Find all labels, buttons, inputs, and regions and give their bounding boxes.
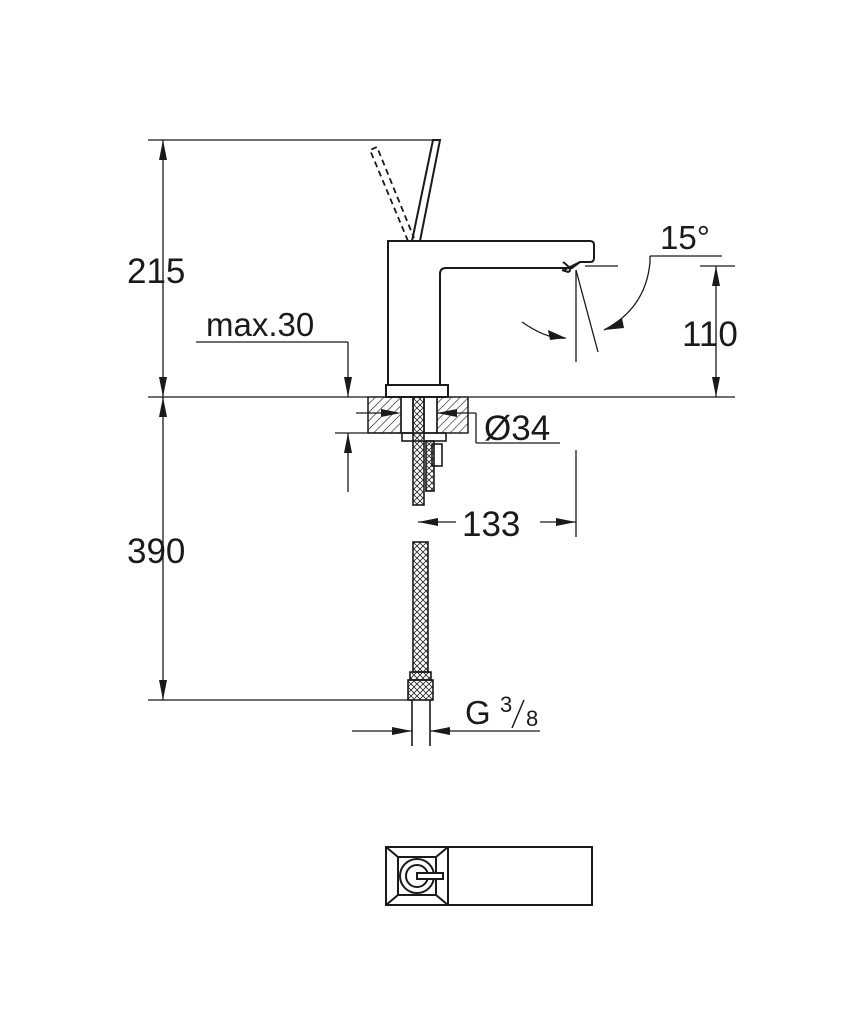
hole-diameter-label: Ø34 (484, 409, 550, 448)
supply-hose (407, 541, 434, 746)
thread-fraction-slash (511, 699, 525, 729)
hole-diameter-dimension (356, 409, 560, 444)
deck-thickness-label: max.30 (206, 306, 314, 343)
spray-angle-dimension (521, 255, 722, 362)
thread-numerator-label: 3 (500, 692, 512, 717)
faucet-body (387, 240, 595, 386)
thread-prefix-label: G (465, 694, 491, 731)
deck-thickness-dimension (196, 341, 400, 492)
spout-height-dimension (700, 265, 735, 397)
faucet-base (385, 384, 449, 398)
spout-height-label: 110 (682, 315, 738, 354)
overall-height-label: 215 (127, 252, 185, 291)
spout-reach-label: 133 (462, 505, 520, 544)
spray-angle-label: 15° (660, 219, 710, 256)
spout-reach-dimension (418, 450, 577, 537)
connection-thread-dimension (352, 727, 540, 735)
lever-handle (410, 139, 442, 242)
top-view (385, 846, 593, 906)
lever-open-position (368, 145, 415, 242)
hose-length-dimension (148, 397, 412, 701)
mounting-shank (400, 396, 447, 506)
hose-length-label: 390 (127, 532, 185, 571)
thread-denominator-label: 8 (526, 706, 538, 731)
